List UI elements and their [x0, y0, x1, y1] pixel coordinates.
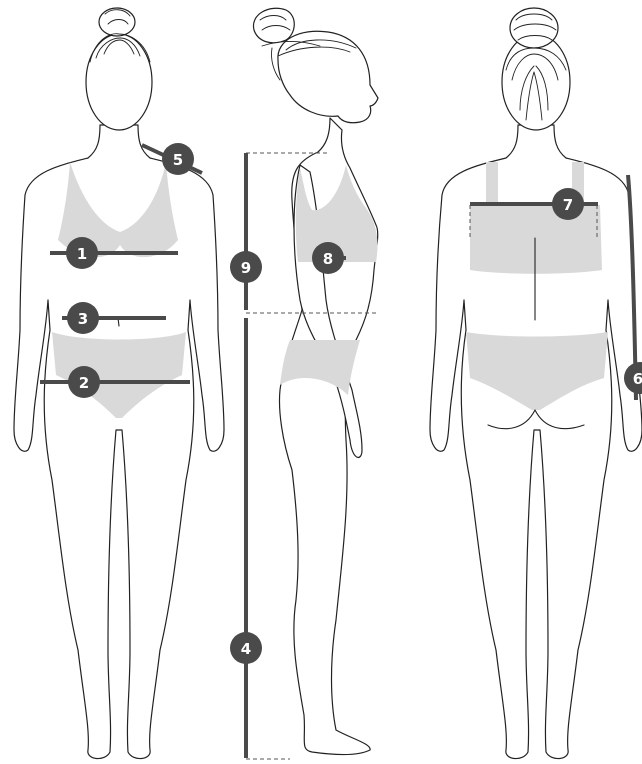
badge-8-label: 8	[323, 250, 333, 268]
badge-5-label: 5	[173, 151, 183, 169]
badge-2-label: 2	[79, 374, 89, 392]
badge-9: 9	[230, 251, 262, 283]
badge-1-label: 1	[77, 245, 87, 263]
badge-4: 4	[230, 632, 262, 664]
badge-9-label: 9	[241, 259, 251, 277]
front-hair-bun	[99, 8, 135, 36]
badge-7: 7	[552, 188, 584, 220]
badge-3-label: 3	[78, 310, 88, 328]
front-body-outline	[14, 125, 224, 759]
badge-7-label: 7	[563, 196, 573, 214]
badge-8: 8	[312, 242, 344, 274]
badge-6-label: 6	[633, 370, 642, 388]
badge-5: 5	[162, 143, 194, 175]
badge-1: 1	[66, 237, 98, 269]
side-figure	[253, 8, 378, 754]
front-figure	[14, 8, 224, 759]
front-head	[86, 34, 152, 130]
back-figure	[430, 8, 642, 759]
badge-2: 2	[68, 366, 100, 398]
badge-4-label: 4	[241, 640, 251, 658]
badge-3: 3	[67, 302, 99, 334]
